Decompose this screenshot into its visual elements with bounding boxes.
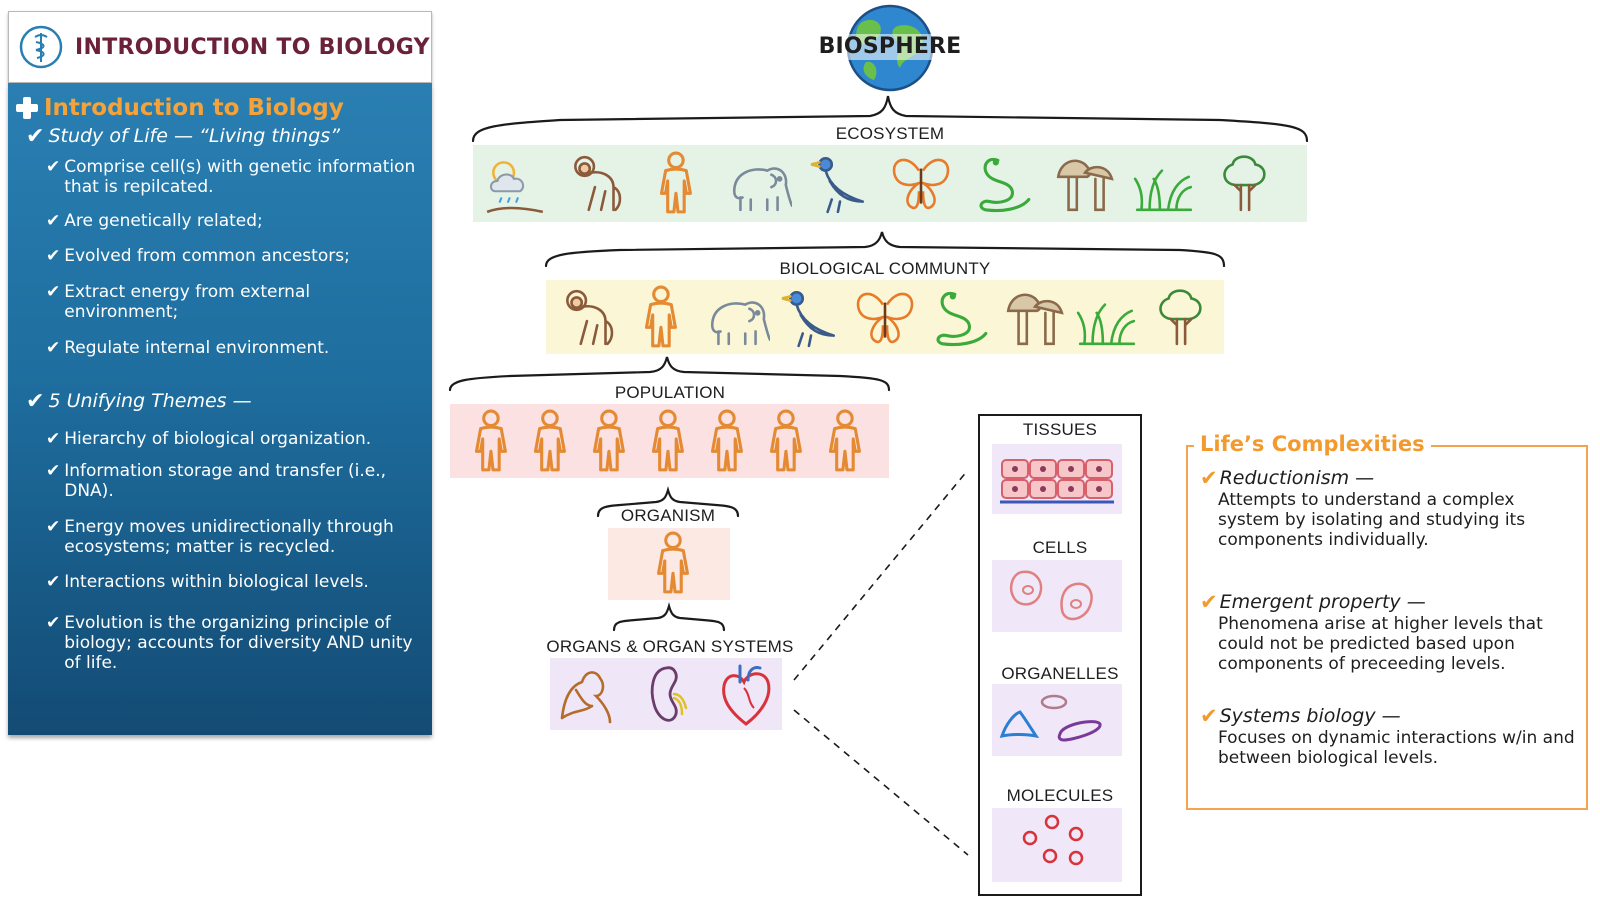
caduceus-icon	[19, 25, 63, 69]
check-icon: ✔	[26, 124, 45, 149]
molecules-icon	[992, 808, 1122, 882]
biosphere-label-bg	[812, 34, 968, 60]
zoom-line-top	[793, 469, 969, 681]
butterfly-icon	[892, 158, 950, 210]
complexity-item: ✔Emergent property — Phenomena arise at …	[1200, 590, 1543, 674]
cells-label: CELLS	[1032, 538, 1088, 557]
snake-icon	[936, 291, 988, 347]
muscle-icon	[560, 671, 612, 724]
ecosystem-label: ECOSYSTEM	[835, 124, 945, 143]
check-icon: ✔	[1200, 590, 1218, 614]
list-item: ✔Energy moves unidirectionally through e…	[46, 517, 394, 557]
zoom-line-bottom	[793, 709, 969, 856]
organism-label: ORGANISM	[620, 506, 716, 525]
mushroom-icon	[1056, 159, 1114, 212]
check-icon: ✔	[26, 389, 45, 414]
complexities-title: Life’s Complexities	[1194, 432, 1431, 456]
bird-icon	[810, 156, 864, 214]
grass-icon	[1133, 169, 1193, 212]
complexities-box	[1186, 445, 1588, 810]
list-item: ✔Regulate internal environment.	[46, 338, 330, 358]
mushroom-icon	[1006, 293, 1064, 346]
organelles-icon	[992, 684, 1122, 756]
elephant-icon	[732, 167, 792, 212]
weather-icon	[486, 161, 544, 214]
study-of-life-heading: ✔ Study of Life — “Living things”	[26, 124, 340, 149]
ecosystem-brace	[471, 95, 1309, 143]
cells-icon	[992, 560, 1122, 632]
check-icon: ✔	[46, 429, 61, 449]
check-icon: ✔	[46, 157, 61, 177]
grass-icon	[1076, 303, 1136, 346]
monkey-icon	[574, 155, 622, 212]
list-item: ✔Evolved from common ancestors;	[46, 246, 350, 266]
human-icon	[769, 409, 802, 472]
human-icon	[533, 409, 566, 472]
kidney-icon	[650, 666, 688, 722]
list-item: ✔Are genetically related;	[46, 211, 263, 231]
list-item: ✔Evolution is the organizing principle o…	[46, 613, 413, 673]
list-item: ✔Hierarchy of biological organization.	[46, 429, 372, 449]
tissue-icon	[992, 444, 1122, 514]
themes-heading: ✔ 5 Unifying Themes —	[26, 389, 252, 414]
human-icon	[659, 151, 692, 214]
community-label: BIOLOGICAL COMMUNTY	[779, 259, 991, 278]
title-box: INTRODUCTION TO BIOLOGY	[8, 11, 432, 83]
organism-band	[608, 528, 730, 600]
plus-icon	[16, 97, 38, 119]
list-item: ✔Interactions within biological levels.	[46, 572, 369, 592]
human-icon	[828, 409, 861, 472]
complexity-item: ✔Systems biology — Focuses on dynamic in…	[1200, 704, 1575, 768]
heart-icon	[722, 664, 771, 726]
list-item: ✔Comprise cell(s) with genetic informati…	[46, 157, 416, 197]
human-icon	[644, 285, 677, 348]
human-icon	[710, 409, 743, 472]
check-icon: ✔	[46, 517, 61, 537]
intro-panel: Introduction to Biology ✔ Study of Life …	[8, 83, 432, 735]
list-item: ✔Extract energy from external environmen…	[46, 282, 311, 322]
tissues-label: TISSUES	[1022, 420, 1098, 439]
human-icon	[651, 409, 684, 472]
complexity-item: ✔Reductionism — Attempts to understand a…	[1200, 466, 1526, 550]
check-icon: ✔	[46, 338, 61, 358]
organism-brace	[596, 485, 740, 518]
organs-label: ORGANS & ORGAN SYSTEMS	[546, 637, 794, 656]
check-icon: ✔	[46, 246, 61, 266]
check-icon: ✔	[1200, 466, 1218, 490]
human-icon	[592, 409, 625, 472]
human-icon	[474, 409, 507, 472]
check-icon: ✔	[46, 572, 61, 592]
check-icon: ✔	[46, 613, 61, 633]
population-brace	[448, 356, 891, 392]
panel-heading-text: Introduction to Biology	[44, 95, 344, 121]
tree-icon	[1223, 155, 1266, 212]
organelles-label: ORGANELLES	[1001, 664, 1119, 683]
monkey-icon	[566, 289, 614, 346]
molecules-label: MOLECULES	[1006, 786, 1114, 805]
biosphere-label: BIOSPHERE	[818, 34, 962, 59]
organs-band	[550, 658, 782, 730]
tree-icon	[1159, 289, 1202, 346]
organs-brace	[612, 601, 726, 632]
check-icon: ✔	[46, 461, 61, 481]
panel-heading: Introduction to Biology	[16, 95, 344, 121]
population-label: POPULATION	[614, 383, 726, 402]
page-title: INTRODUCTION TO BIOLOGY	[75, 34, 430, 60]
bird-icon	[781, 290, 835, 348]
elephant-icon	[710, 301, 770, 346]
check-icon: ✔	[1200, 704, 1218, 728]
snake-icon	[979, 157, 1031, 213]
butterfly-icon	[856, 292, 914, 344]
check-icon: ✔	[46, 282, 61, 302]
human-icon	[657, 531, 689, 594]
check-icon: ✔	[46, 211, 61, 231]
community-brace	[544, 231, 1226, 268]
list-item: ✔Information storage and transfer (i.e.,…	[46, 461, 386, 501]
